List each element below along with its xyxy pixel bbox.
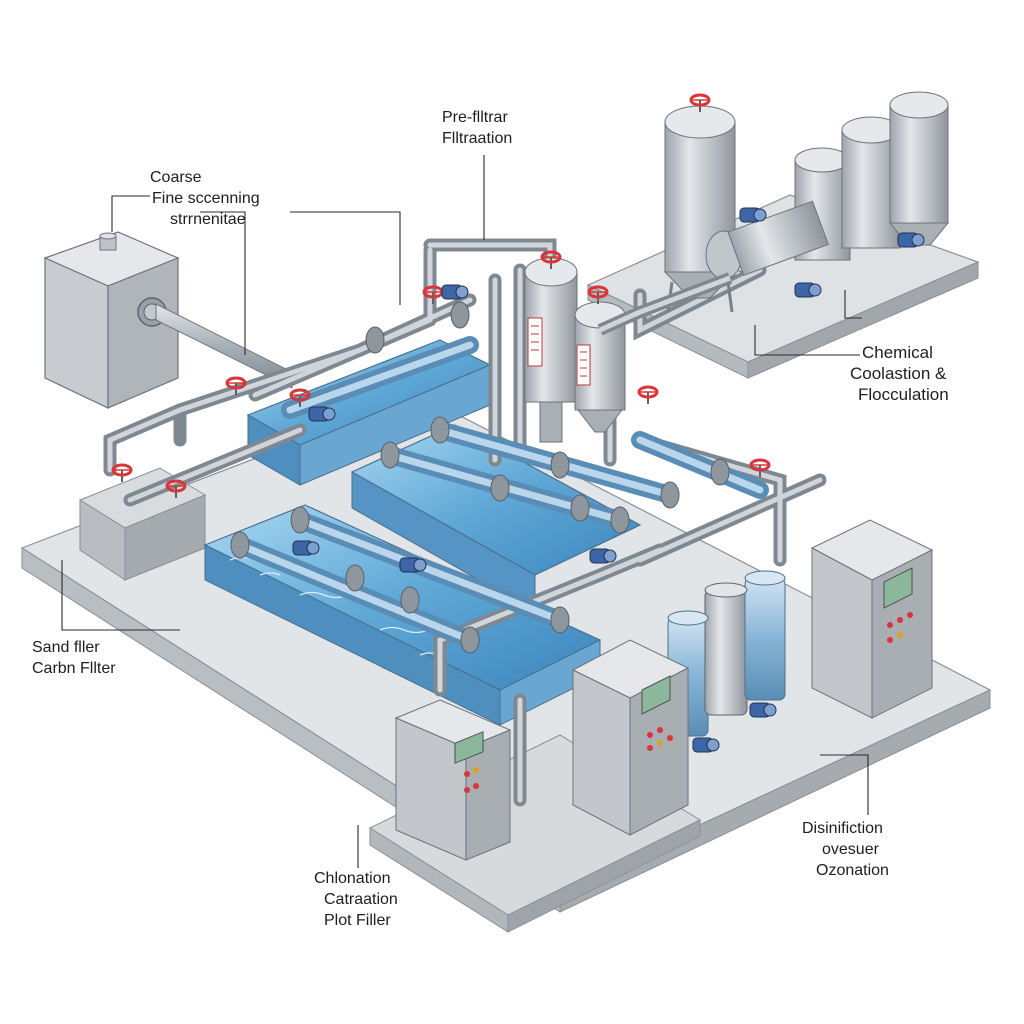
label-chlor-line3: Plot Filler [324,912,391,929]
label-prefilt-line2: Flltraation [442,130,513,147]
pipe-flanges [230,301,730,654]
control-panel-middle [571,639,690,836]
horizontal-mixing-tank [705,200,829,280]
valve-handwheel-icon [289,388,311,407]
pre-filtration-tank-1 [524,257,578,443]
pump-icon [589,548,617,564]
label-disinf-line3: Ozonation [816,862,889,879]
label-disinf-line1: Disinifiction [802,820,883,837]
pipe-network [103,238,827,807]
label-coarse-line1: Coarse [150,169,202,186]
label-sand-carbon-filter: Sand fller Carbn Fllter [32,637,116,679]
valve-handwheel-icon [637,385,659,404]
label-chlor-line2: Catraation [324,891,398,908]
label-coarse-line2: Fine sccenning [152,190,260,207]
label-prefilt-line1: Pre-flltrar [442,109,508,126]
label-chemical-coagulation: Chemical Coolastion & Flocculation [850,342,949,405]
pump-icon [292,540,320,556]
valve-handwheel-icon [111,463,133,482]
pump-icon [308,406,336,422]
label-chlor-line1: Chlonation [314,870,391,887]
label-chlorination: Chlonation Catraation Plot Filler [314,868,398,931]
pump-icon [692,737,720,753]
chemical-tank-4 [888,91,950,246]
valve-handwheel-icon [689,93,711,112]
label-sand-line1: Sand fller [32,639,100,656]
label-leader-lines [61,155,869,868]
label-coarse-screening: Coarse Fine sccenning strrnenitae [150,167,260,230]
inlet-pipe [155,303,293,389]
pump-icon [794,282,822,298]
valve-handwheel-icon [165,479,187,498]
label-chem-line1: Chemical [862,343,933,362]
valve-handwheel-icon [540,250,562,269]
valve-handwheel-icon [749,458,771,477]
valve-handwheel-icon [225,376,247,395]
label-disinfection: Disinifiction ovesuer Ozonation [802,818,889,881]
control-panel-right [810,519,934,719]
pump-icon [749,702,777,718]
pump-icon [399,557,427,573]
label-chem-line2: Coolastion & [850,364,947,383]
pump-icon [441,284,469,300]
label-sand-line2: Carbn Fllter [32,660,116,677]
pumps [292,207,925,753]
label-pre-filtration: Pre-flltrar Flltraation [442,107,512,149]
label-chem-line3: Flocculation [858,385,949,404]
label-coarse-line3: strrnenitae [170,211,246,228]
pre-filtration-tank-2 [574,301,626,433]
pump-icon [897,232,925,248]
control-panel-front [394,699,512,861]
pump-icon [739,207,767,223]
chemical-feed-pipe [597,272,733,336]
valve-handwheel-icon [587,285,609,304]
valve-handwheels [111,93,771,498]
coarse-screening-box [43,231,180,409]
label-disinf-line2: ovesuer [822,841,879,858]
